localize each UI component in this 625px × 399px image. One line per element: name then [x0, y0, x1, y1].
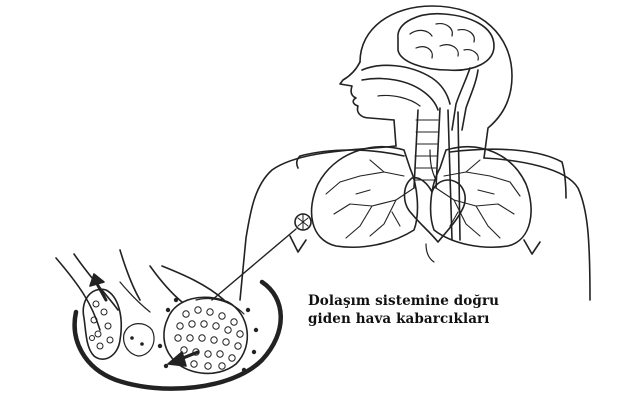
air-bubbles-left	[90, 301, 114, 349]
magnification-marker	[295, 214, 311, 230]
heart	[405, 150, 466, 262]
armpit-folds	[290, 236, 540, 254]
caption-line-2: giden hava kabarcıkları	[308, 310, 608, 328]
caption-line-1: Dolaşım sistemine doğru	[308, 292, 608, 310]
upper-airway	[362, 65, 450, 110]
caption: Dolaşım sistemine doğru giden hava kabar…	[308, 292, 608, 328]
airflow-arrow-up	[90, 274, 106, 300]
alveolus-small	[124, 324, 154, 356]
pointer-line	[212, 229, 296, 300]
left-lung	[312, 147, 418, 247]
brain	[398, 14, 494, 130]
